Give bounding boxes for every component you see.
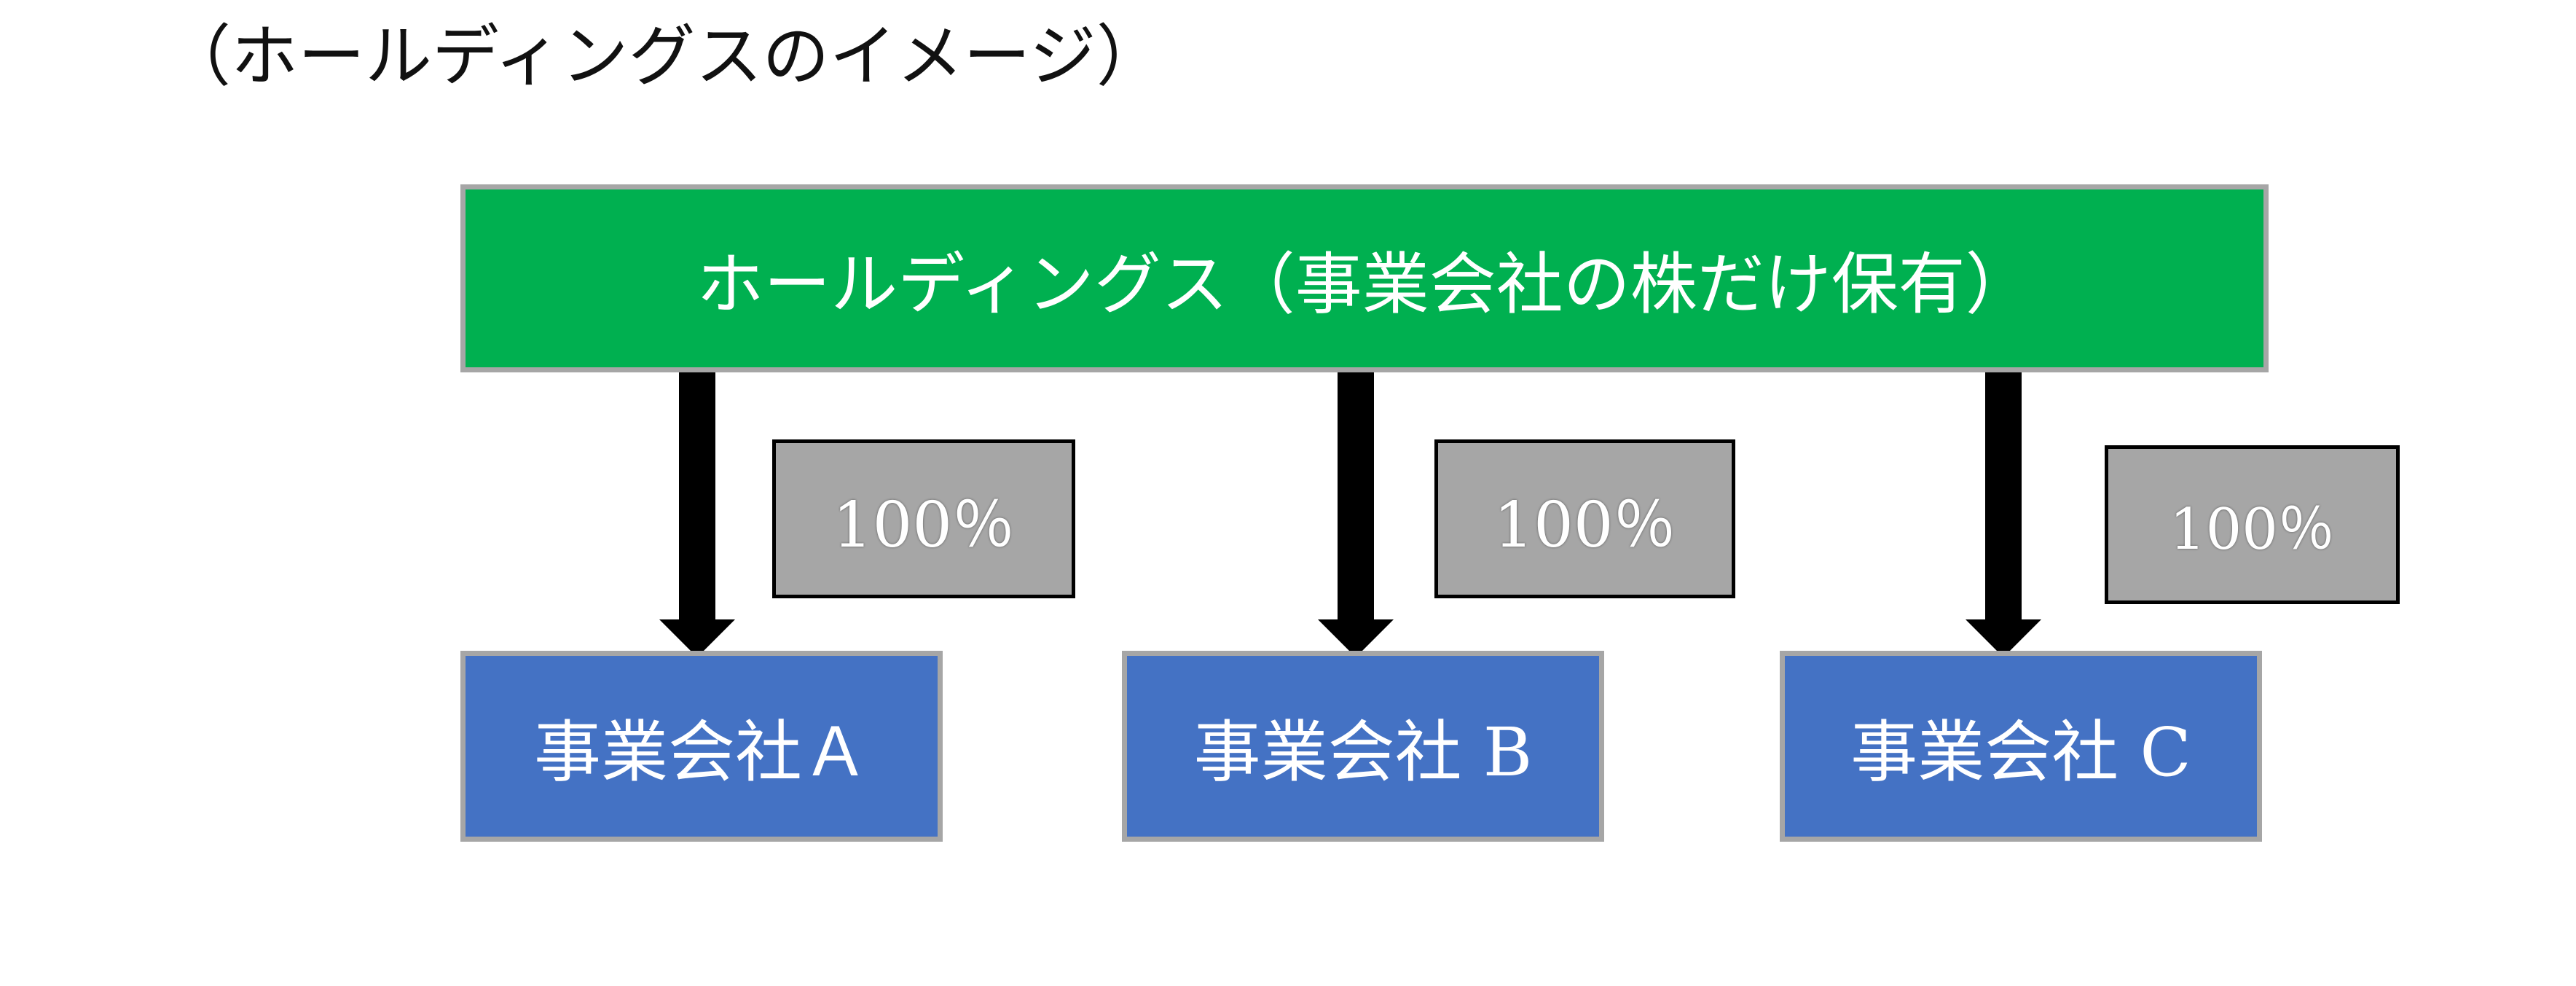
holding-company-box: ホールディングス（事業会社の株だけ保有）: [460, 184, 2269, 372]
ownership-percentage-a-label: 100％: [832, 488, 1016, 562]
ownership-arrow-shaft-c: [1985, 372, 2022, 621]
subsidiary-company-b-label: 事業会社 B: [1193, 713, 1533, 791]
ownership-percentage-b-label: 100％: [1493, 488, 1676, 562]
ownership-percentage-b: 100％: [1434, 439, 1735, 598]
holding-company-label: ホールディングス（事業会社の株だけ保有）: [696, 245, 2033, 324]
subsidiary-company-c-box: 事業会社 C: [1780, 651, 2262, 842]
ownership-percentage-c-label: 100％: [2169, 497, 2335, 563]
subsidiary-company-a-label: 事業会社Ａ: [533, 713, 869, 791]
ownership-percentage-c: 100％: [2105, 445, 2400, 604]
ownership-arrow-shaft-a: [679, 372, 715, 621]
subsidiary-company-a-box: 事業会社Ａ: [460, 651, 943, 842]
ownership-percentage-a: 100％: [772, 439, 1075, 598]
subsidiary-company-b-box: 事業会社 B: [1122, 651, 1604, 842]
ownership-arrow-shaft-b: [1338, 372, 1374, 621]
subsidiary-company-c-label: 事業会社 C: [1850, 713, 2191, 791]
diagram-caption: （ホールディングスのイメージ）: [164, 17, 1163, 95]
